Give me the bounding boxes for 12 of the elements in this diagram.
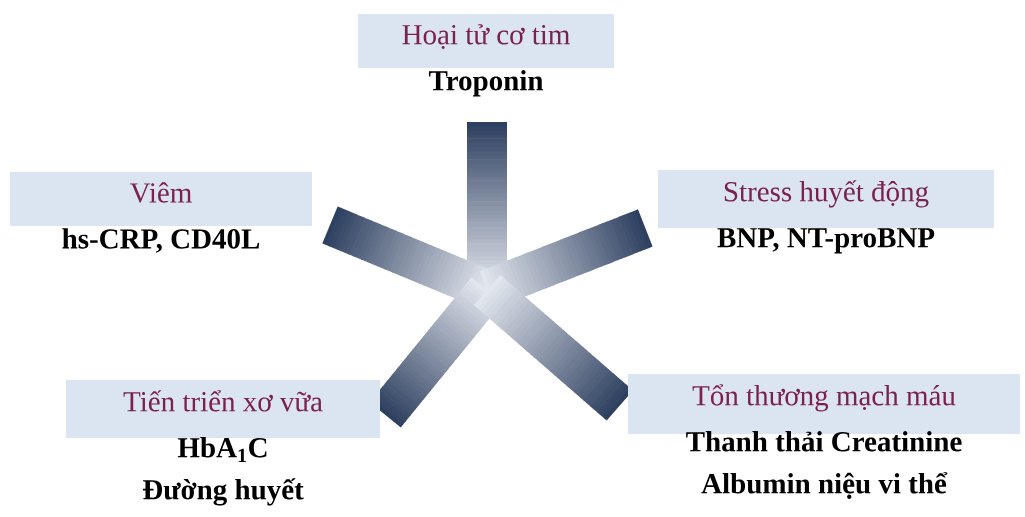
node-label: Đường huyết xyxy=(142,478,304,506)
node-label: Thanh thải Creatinine xyxy=(686,431,962,452)
category-box: Tổn thương mạch máu Thanh thải Creatinine Albumin niệu vi thể xyxy=(628,374,1020,499)
category-box: Stress huyết động BNP, NT-proBNP xyxy=(658,170,994,254)
category-box: Tiến triển xơ vữa HbA$_{1}$C Đường huyết xyxy=(66,380,380,506)
category-box: Hoại tử cơ tim Troponin xyxy=(358,14,614,97)
node-label: BNP, NT-proBNP xyxy=(717,228,935,254)
category-box: Viêm hs-CRP, CD40L xyxy=(10,172,312,253)
node-label: Albumin niệu vi thể xyxy=(701,472,948,499)
node-label: Troponin xyxy=(428,70,544,97)
node-label: hs-CRP, CD40L xyxy=(62,228,260,253)
node-label: HbA$_{1}$C xyxy=(177,437,267,463)
